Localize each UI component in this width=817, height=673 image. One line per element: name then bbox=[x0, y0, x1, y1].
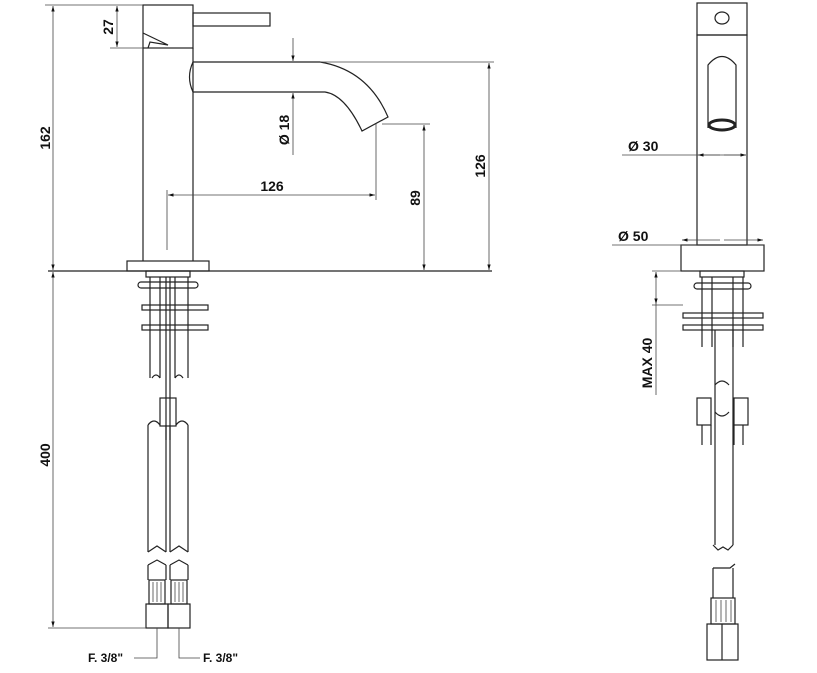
spout-joint bbox=[188, 61, 194, 93]
cap-indicator bbox=[714, 11, 730, 25]
connection-label-left: F. 3/8" bbox=[88, 651, 123, 665]
front-base bbox=[680, 244, 765, 272]
aerator bbox=[707, 118, 737, 132]
dim-spout-diameter: Ø 18 bbox=[276, 115, 292, 146]
dim-max-thickness: MAX 40 bbox=[639, 338, 655, 389]
dim-total-height: 162 bbox=[37, 126, 53, 150]
dim-spout-reach: 126 bbox=[260, 178, 284, 194]
dim-spout-height: 126 bbox=[472, 154, 488, 178]
spout bbox=[193, 61, 389, 132]
side-view: 162 27 Ø 18 126 89 126 400 F. 3/8" F. 3/… bbox=[37, 4, 494, 665]
side-fixings bbox=[137, 270, 209, 629]
connection-label-right: F. 3/8" bbox=[203, 651, 238, 665]
dim-base-diameter: Ø 50 bbox=[618, 228, 649, 244]
lever bbox=[192, 12, 271, 27]
base-plate bbox=[126, 260, 210, 272]
front-body bbox=[696, 34, 748, 246]
dim-outlet-height: 89 bbox=[407, 190, 423, 206]
cap-bevel bbox=[142, 32, 169, 49]
dim-hose-length: 400 bbox=[37, 443, 53, 467]
dim-body-diameter: Ø 30 bbox=[628, 138, 659, 154]
front-fixings bbox=[682, 270, 764, 661]
dim-handle-height: 27 bbox=[100, 19, 116, 35]
spout-slot bbox=[707, 55, 737, 128]
front-view: Ø 30 Ø 50 MAX 40 bbox=[612, 2, 765, 661]
front-cap bbox=[696, 2, 748, 36]
